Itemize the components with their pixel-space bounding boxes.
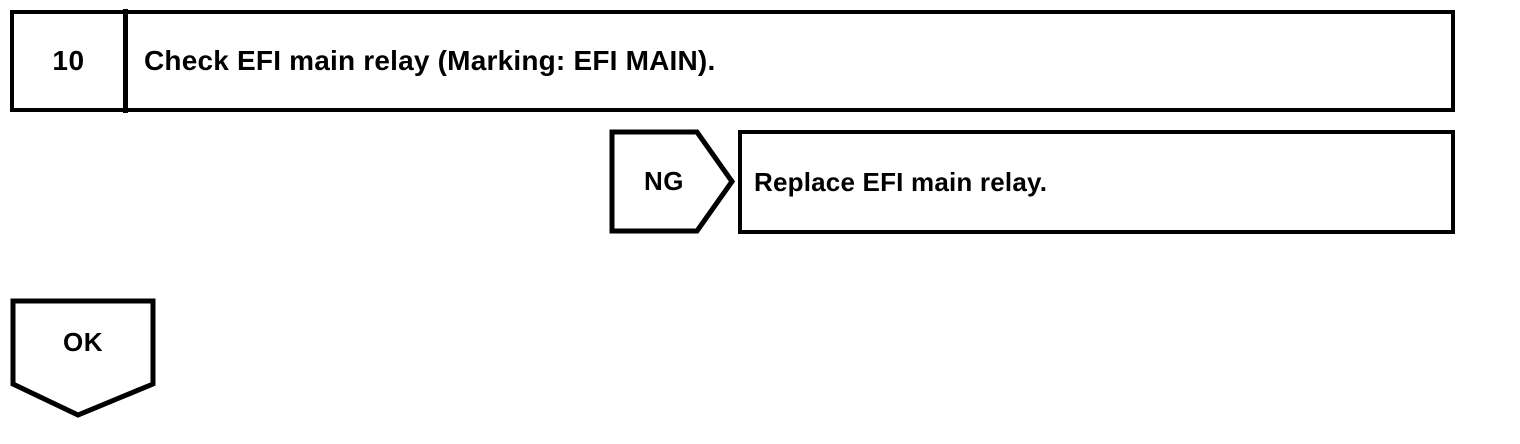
- step-number: 10: [52, 45, 85, 76]
- step-cell-divider: [123, 9, 128, 113]
- ng-pentagon-icon: [609, 129, 735, 234]
- step-description-cell: Check EFI main relay (Marking: EFI MAIN)…: [128, 14, 1451, 108]
- ng-action-box: Replace EFI main relay.: [738, 130, 1455, 234]
- ok-branch-marker: OK: [10, 298, 156, 418]
- step-row: 10 Check EFI main relay (Marking: EFI MA…: [10, 9, 1455, 113]
- ng-branch-label: NG: [644, 166, 684, 196]
- ng-action-text: Replace EFI main relay.: [754, 166, 1048, 197]
- step-number-cell: 10: [14, 14, 123, 108]
- ok-branch-label: OK: [63, 326, 103, 357]
- ok-pentagon-icon: [10, 298, 156, 418]
- step-description: Check EFI main relay (Marking: EFI MAIN)…: [144, 45, 716, 76]
- ng-branch-marker: NG: [609, 129, 735, 234]
